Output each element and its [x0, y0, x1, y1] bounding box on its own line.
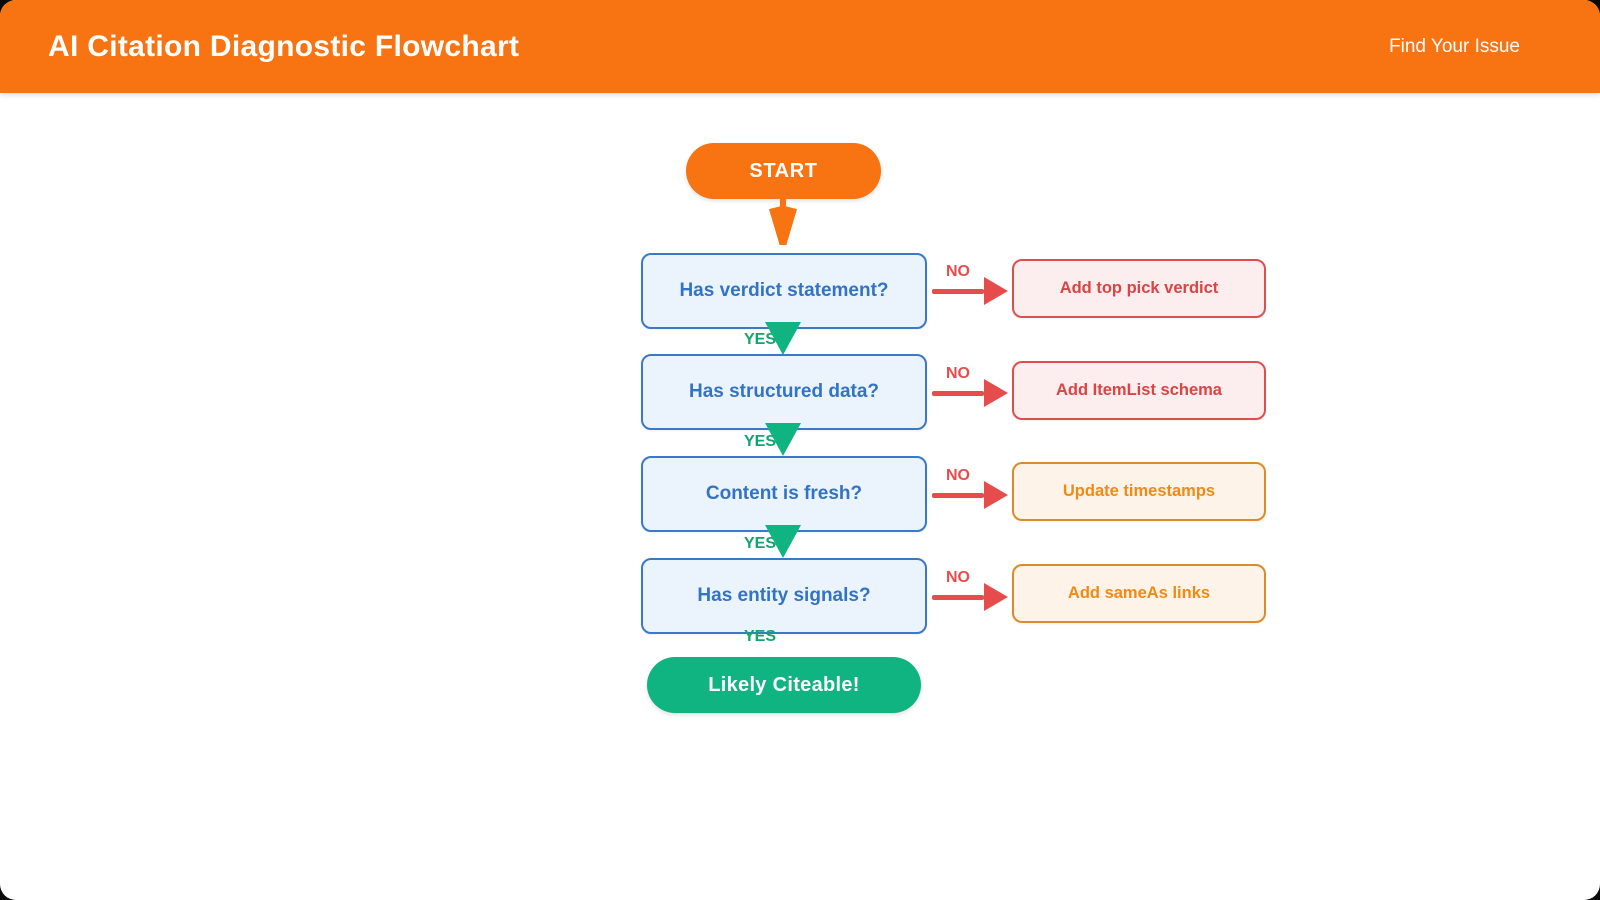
question-node-content-fresh: Content is fresh? [641, 456, 927, 532]
no-label: NO [946, 365, 970, 382]
no-arrow-right-icon [984, 583, 1008, 611]
yes-arrow-down-icon [765, 322, 801, 355]
no-arrow-line [932, 493, 984, 498]
no-label: NO [946, 467, 970, 484]
action-node-sameas-links: Add sameAs links [1012, 564, 1266, 623]
no-arrow-right-icon [984, 481, 1008, 509]
no-arrow-right-icon [984, 277, 1008, 305]
action-node-update-timestamps: Update timestamps [1012, 462, 1266, 521]
page-title: AI Citation Diagnostic Flowchart [48, 29, 520, 63]
header: AI Citation Diagnostic Flowchart Find Yo… [0, 0, 1600, 93]
action-node-top-pick-verdict: Add top pick verdict [1012, 259, 1266, 318]
start-down-arrow-icon [769, 199, 797, 245]
action-node-itemlist-schema: Add ItemList schema [1012, 361, 1266, 420]
yes-arrow-down-icon [765, 423, 801, 456]
no-arrow-line [932, 391, 984, 396]
question-node-structured-data: Has structured data? [641, 354, 927, 430]
end-node: Likely Citeable! [647, 657, 921, 713]
no-arrow-line [932, 595, 984, 600]
no-arrow-right-icon [984, 379, 1008, 407]
question-node-verdict: Has verdict statement? [641, 253, 927, 329]
no-arrow-line [932, 289, 984, 294]
no-label: NO [946, 263, 970, 280]
no-label: NO [946, 569, 970, 586]
yes-arrow-down-icon [765, 525, 801, 558]
start-node: START [686, 143, 881, 199]
yes-label: YES [743, 628, 776, 645]
flowchart-canvas: START Has verdict statement? NO Add top … [0, 93, 1600, 900]
find-your-issue-link[interactable]: Find Your Issue [1389, 35, 1520, 57]
question-node-entity-signals: Has entity signals? [641, 558, 927, 634]
